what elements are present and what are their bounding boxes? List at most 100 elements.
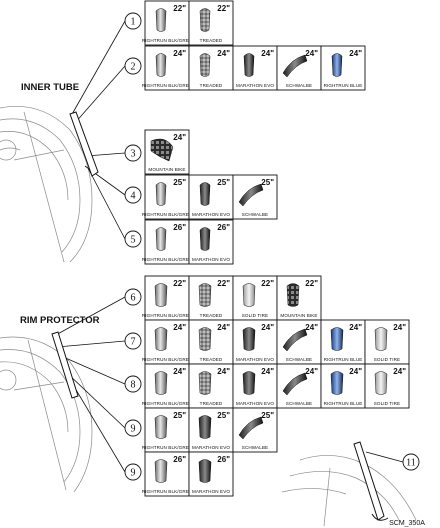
tile-frame [320,45,366,91]
tile-frame [188,45,234,91]
tire-plain-icon [154,283,168,307]
leader-line [65,371,126,429]
part-tile[interactable]: 26"RIGHTRUN BLK/GREY [142,219,192,265]
part-tile[interactable]: 26" MARATHON EVO [188,451,234,497]
leader-line [73,65,126,125]
wheel-line [0,131,69,201]
tube-treaded-icon [199,53,211,77]
tile-size: 26" [217,455,230,464]
tile-label: SCHWALBE [286,83,312,88]
callout: 9 [124,463,142,481]
callout-number: 4 [131,191,136,202]
tile-size: 24" [349,49,362,58]
part-tile[interactable]: 24"MOUNTAIN BIKE [144,129,190,175]
part-tile[interactable]: 24" SCHWALBE [276,319,322,365]
part-tile[interactable]: 24"MARATHON EVO [232,319,278,365]
callout: 6 [124,288,142,306]
tube-plain-icon [155,8,167,32]
callout: 7 [124,332,142,350]
part-tile[interactable]: 24"SCHWALBE [276,363,322,409]
part-tile[interactable]: 24"TREADED [188,319,234,365]
part-tile[interactable]: 24"RIGHTRUN BLUE [320,363,366,409]
part-tile[interactable]: 25"SCHWALBE [232,174,278,220]
tire-strip-end [371,513,389,521]
tile-frame [144,45,190,91]
tire-solid-icon [242,283,256,307]
tube-blue-icon [331,53,343,77]
part-tile[interactable]: 26"MARATHON EVO [188,219,234,265]
tile-label: SCHWALBE [286,357,312,362]
tile-frame [320,363,366,409]
callout-number: 7 [131,337,136,348]
part-tile[interactable]: 26"RIGHTRUN BLK/GREY [142,451,192,497]
tile-label: MARATHON EVO [192,445,230,450]
part-tile[interactable]: 24"SOLID TIRE [364,363,410,409]
leader-line [60,355,126,385]
tile-frame [188,275,234,321]
tile-label: SOLID TIRE [374,401,400,406]
tile-size: 22" [217,4,230,13]
part-tile[interactable]: 24" SCHWALBE [276,45,322,91]
tile-frame [144,174,190,220]
tile-size: 24" [217,323,230,332]
tire-treaded-icon [198,371,212,395]
callout-number: 8 [131,380,136,391]
part-tile[interactable]: 24"RIGHTRUN BLK/GREY [142,319,192,365]
part-tile[interactable]: 24"SOLID TIRE [364,319,410,365]
part-tile[interactable]: 22"TREADED [188,275,234,321]
wheel-line [289,471,401,523]
part-tile[interactable]: 24"RIGHTRUN BLUE [320,319,366,365]
tube-plain-icon [155,227,167,251]
tile-row: 24"RIGHTRUN BLK/GREY24"TREADED24"MARATHO… [142,363,410,409]
tile-label: RIGHTRUN BLUE [324,83,363,88]
part-tile[interactable]: 25"RIGHTRUN BLK/GREY [142,174,192,220]
tire-plain-icon [154,415,168,439]
part-tile[interactable]: 24"RIGHTRUN BLK/GREY [142,363,192,409]
callout-circle [124,144,142,162]
part-tile[interactable]: 25"MARATHON EVO [188,174,234,220]
tile-frame [232,363,278,409]
tile-size: 24" [305,323,318,332]
tile-size: 24" [173,49,186,58]
tube-mountain-icon [150,138,174,162]
part-tile[interactable]: 22"TREADED [188,0,234,46]
part-tile[interactable]: 25"RIGHTRUN BLK/GREY [142,407,192,453]
part-tile[interactable]: 24"RIGHTRUN BLK/GREY [142,45,192,91]
tile-size: 24" [393,323,406,332]
tire-schwalbe-icon [238,416,264,440]
wheel-line [13,381,65,391]
tire-marathon-icon [198,415,212,439]
part-tile[interactable]: 25"SCHWALBE [232,407,278,453]
part-tile[interactable]: 22"RIGHTRUN BLK/GREY [142,275,192,321]
tile-size: 24" [261,367,274,376]
tile-size: 25" [261,178,274,187]
callout-number: 2 [131,62,136,73]
part-tile[interactable]: 24"TREADED [188,45,234,91]
tile-label: MARATHON EVO [192,257,230,262]
part-tile[interactable]: 24"MARATHON EVO [232,363,278,409]
part-tile[interactable]: 22"RIGHTRUN BLK/GREY [142,0,192,46]
tile-row: 24"MOUNTAIN BIKE [144,129,190,175]
part-tile[interactable]: 22"SOLID TIRE [232,275,278,321]
callout: 1 [124,12,142,30]
tile-label: RIGHTRUN BLUE [324,401,363,406]
part-tile[interactable]: 25"MARATHON EVO [188,407,234,453]
rim-protector-part [51,331,79,399]
tile-label: RIGHTRUN BLK/GREY [142,401,192,406]
tile-label: TREADED [200,313,223,318]
part-tile[interactable]: 24"TREADED [188,363,234,409]
tire-mountain-icon [286,283,300,307]
tile-size: 24" [173,133,186,142]
tube-plain-icon [155,182,167,206]
part-tile[interactable]: 24" RIGHTRUN BLUE [320,45,366,91]
tire-strip-part [353,441,385,521]
part-tile[interactable]: 22"MOUNTAIN BIKE [276,275,322,321]
part-tile[interactable]: 24"MARATHON EVO [232,45,278,91]
tile-label: MARATHON EVO [192,489,230,494]
tile-size: 24" [305,49,318,58]
tile-frame [188,0,234,46]
